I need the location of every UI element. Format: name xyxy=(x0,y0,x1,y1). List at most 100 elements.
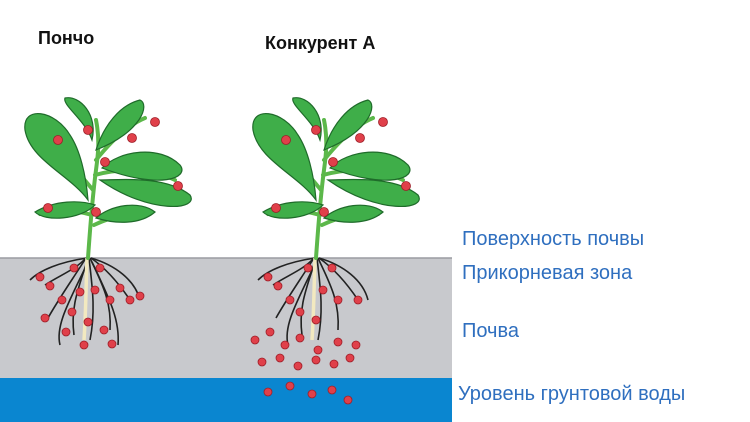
particle xyxy=(35,272,45,282)
particle xyxy=(275,353,285,363)
leaf xyxy=(24,113,89,203)
stem xyxy=(314,118,329,260)
layer-label-groundwater: Уровень грунтовой воды xyxy=(458,383,686,405)
leaf xyxy=(100,151,183,181)
particle xyxy=(355,133,365,143)
particle xyxy=(67,307,77,317)
leaf xyxy=(323,99,373,152)
particle xyxy=(313,345,323,355)
plant-competitor-a xyxy=(252,97,420,346)
particle xyxy=(285,295,295,305)
roots-poncho xyxy=(29,257,141,346)
particle xyxy=(353,295,363,305)
groundwater-layer xyxy=(0,378,452,422)
particle xyxy=(173,181,183,191)
leaves-competitor-a xyxy=(252,97,420,223)
root xyxy=(90,257,131,301)
particle xyxy=(293,361,303,371)
particle xyxy=(100,157,110,167)
particle xyxy=(311,315,321,325)
particle xyxy=(303,263,313,273)
particle xyxy=(79,340,89,350)
layer-label-soil: Почва xyxy=(462,320,520,342)
taproot xyxy=(310,257,317,341)
plant-label-competitor-a: Конкурент А xyxy=(265,33,376,53)
particle xyxy=(280,340,290,350)
plant-poncho xyxy=(24,97,192,350)
leaves-poncho xyxy=(24,97,192,223)
particle xyxy=(281,135,291,145)
root xyxy=(318,257,369,301)
particle xyxy=(333,295,343,305)
particle xyxy=(345,353,355,363)
root xyxy=(257,257,316,281)
particle xyxy=(257,357,267,367)
root xyxy=(91,261,120,346)
leaf xyxy=(322,204,384,223)
particle xyxy=(319,207,329,217)
particle xyxy=(351,340,361,350)
particle xyxy=(250,335,260,345)
root xyxy=(29,257,88,281)
plant-label-poncho: Пончо xyxy=(38,28,95,48)
soil-layer xyxy=(0,258,452,378)
particle xyxy=(263,387,273,397)
stem xyxy=(86,118,101,260)
leaf xyxy=(326,178,420,207)
particle xyxy=(45,281,55,291)
leaf xyxy=(252,113,317,203)
root xyxy=(316,257,322,341)
leaf xyxy=(95,99,145,152)
particle xyxy=(343,395,353,405)
particle xyxy=(107,339,117,349)
root xyxy=(286,261,317,346)
particle xyxy=(295,333,305,343)
particle xyxy=(327,263,337,273)
particle xyxy=(135,291,145,301)
particles-competitor-a xyxy=(263,117,411,325)
particle xyxy=(69,263,79,273)
particle xyxy=(285,381,295,391)
leaf xyxy=(292,97,322,143)
layer-label-surface: Поверхность почвы xyxy=(462,228,645,250)
roots-competitor-a xyxy=(257,257,369,346)
root xyxy=(318,257,359,301)
particle xyxy=(125,295,135,305)
particle xyxy=(43,203,53,213)
particle xyxy=(83,125,93,135)
particle xyxy=(333,337,343,347)
particle xyxy=(318,285,328,295)
particle xyxy=(378,117,388,127)
particle xyxy=(329,359,339,369)
particle xyxy=(83,317,93,327)
particle xyxy=(75,287,85,297)
taproot xyxy=(82,257,89,341)
root xyxy=(88,257,94,341)
particle xyxy=(105,295,115,305)
root xyxy=(47,257,87,319)
particle xyxy=(127,133,137,143)
particle xyxy=(57,295,67,305)
particle xyxy=(295,307,305,317)
particle xyxy=(271,203,281,213)
particle xyxy=(265,327,275,337)
particle xyxy=(401,181,411,191)
leaf xyxy=(98,178,192,207)
particle xyxy=(115,283,125,293)
leaf xyxy=(94,204,156,223)
particle xyxy=(311,125,321,135)
leached-particles xyxy=(250,327,361,405)
particle xyxy=(273,281,283,291)
particle xyxy=(95,263,105,273)
particle xyxy=(263,272,273,282)
particle xyxy=(307,389,317,399)
particle xyxy=(327,385,337,395)
particle xyxy=(40,313,50,323)
particle xyxy=(150,117,160,127)
particle xyxy=(53,135,63,145)
root xyxy=(275,257,315,319)
particle xyxy=(90,285,100,295)
particle xyxy=(91,207,101,217)
layer-label-root-zone: Прикорневая зона xyxy=(462,262,633,284)
